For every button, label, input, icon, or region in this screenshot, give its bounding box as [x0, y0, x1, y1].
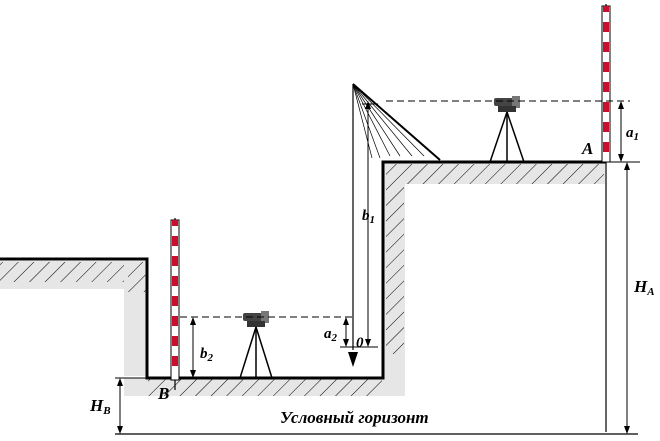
label-conditional-horizon: Условный горизонт: [280, 408, 429, 427]
label-b1: b1: [362, 208, 375, 226]
level-instrument-upper: [489, 96, 525, 163]
label-a2: a2: [324, 326, 338, 344]
label-zero: 0: [356, 335, 364, 351]
label-ha: HA: [633, 277, 655, 298]
level-instrument-lower: [239, 311, 273, 379]
level-rod-b: [170, 218, 180, 390]
label-point-b: B: [157, 384, 169, 403]
intermediate-rod: [348, 83, 441, 367]
terrain-profile: [0, 160, 606, 380]
label-hb: HB: [89, 396, 111, 417]
label-a1: a1: [626, 125, 639, 143]
ground-hatching: [0, 164, 604, 396]
label-point-a: A: [581, 139, 593, 158]
level-rod-a: [601, 4, 611, 432]
label-b2: b2: [200, 346, 214, 364]
dimension-lines: [117, 101, 630, 434]
